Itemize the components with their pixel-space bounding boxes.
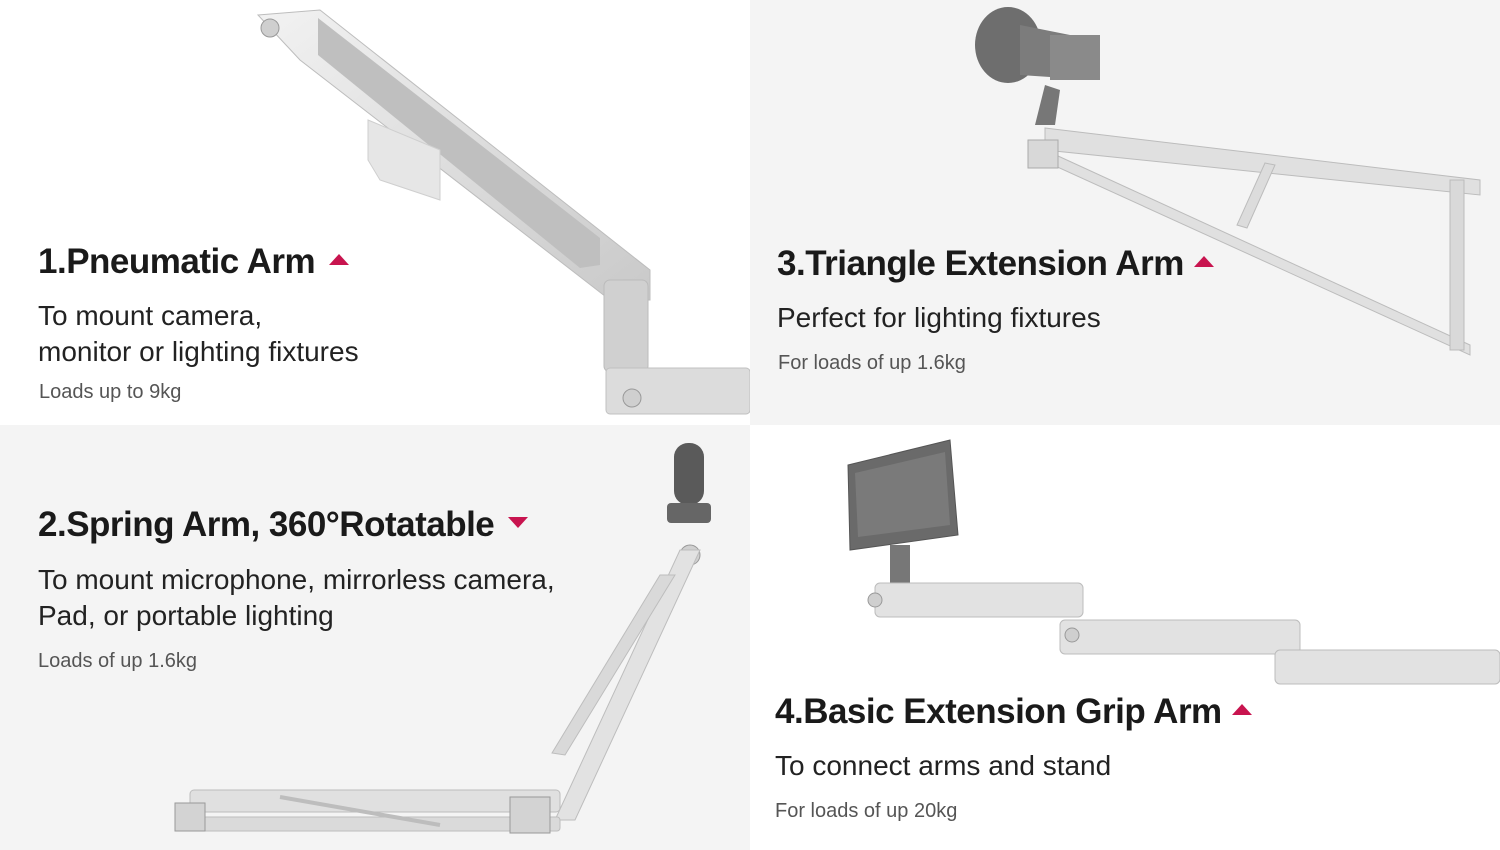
triangle-arm-load: For loads of up 1.6kg — [778, 352, 966, 374]
pneumatic-arm-load: Loads up to 9kg — [39, 381, 182, 403]
pneumatic-desc-line2: monitor or lighting fixtures — [38, 336, 359, 367]
pneumatic-arm-title-text: 1.Pneumatic Arm — [38, 242, 316, 281]
panel-triangle-extension-arm: 3.Triangle Extension Arm Perfect for lig… — [750, 0, 1500, 425]
basic-arm-title: 4.Basic Extension Grip Arm — [775, 692, 1252, 732]
basic-arm-description: To connect arms and stand — [775, 750, 1112, 781]
basic-arm-load: For loads of up 20kg — [775, 800, 958, 822]
spring-desc-line1: To mount microphone, mirrorless camera, — [38, 564, 555, 595]
panel-pneumatic-arm: 1.Pneumatic Arm To mount camera, monitor… — [0, 0, 750, 425]
basic-arm-illustration — [847, 439, 1500, 685]
spring-arm-title: 2.Spring Arm, 360°Rotatable — [38, 505, 529, 545]
basic-arm-title-text: 4.Basic Extension Grip Arm — [775, 692, 1222, 731]
triangle-up-icon — [329, 254, 350, 266]
pneumatic-arm-illustration — [256, 9, 750, 415]
spring-arm-description: To mount microphone, mirrorless camera, … — [38, 562, 555, 634]
triangle-down-icon — [508, 517, 529, 529]
pneumatic-desc-line1: To mount camera, — [38, 300, 263, 331]
spring-arm-title-text: 2.Spring Arm, 360°Rotatable — [38, 505, 495, 544]
pneumatic-arm-title: 1.Pneumatic Arm — [38, 242, 350, 282]
panel-basic-extension-arm: 4.Basic Extension Grip Arm To connect ar… — [750, 425, 1500, 850]
triangle-arm-title-text: 3.Triangle Extension Arm — [777, 244, 1184, 283]
spring-desc-line2: Pad, or portable lighting — [38, 600, 334, 631]
pneumatic-arm-description: To mount camera, monitor or lighting fix… — [38, 298, 359, 370]
triangle-up-icon — [1193, 256, 1214, 268]
spring-arm-illustration — [174, 443, 711, 834]
triangle-up-icon — [1231, 704, 1252, 716]
triangle-arm-title: 3.Triangle Extension Arm — [777, 244, 1214, 284]
panel-spring-arm: 2.Spring Arm, 360°Rotatable To mount mic… — [0, 425, 750, 850]
spring-arm-load: Loads of up 1.6kg — [38, 650, 198, 672]
triangle-arm-description: Perfect for lighting fixtures — [777, 302, 1101, 333]
triangle-arm-illustration — [975, 7, 1481, 356]
